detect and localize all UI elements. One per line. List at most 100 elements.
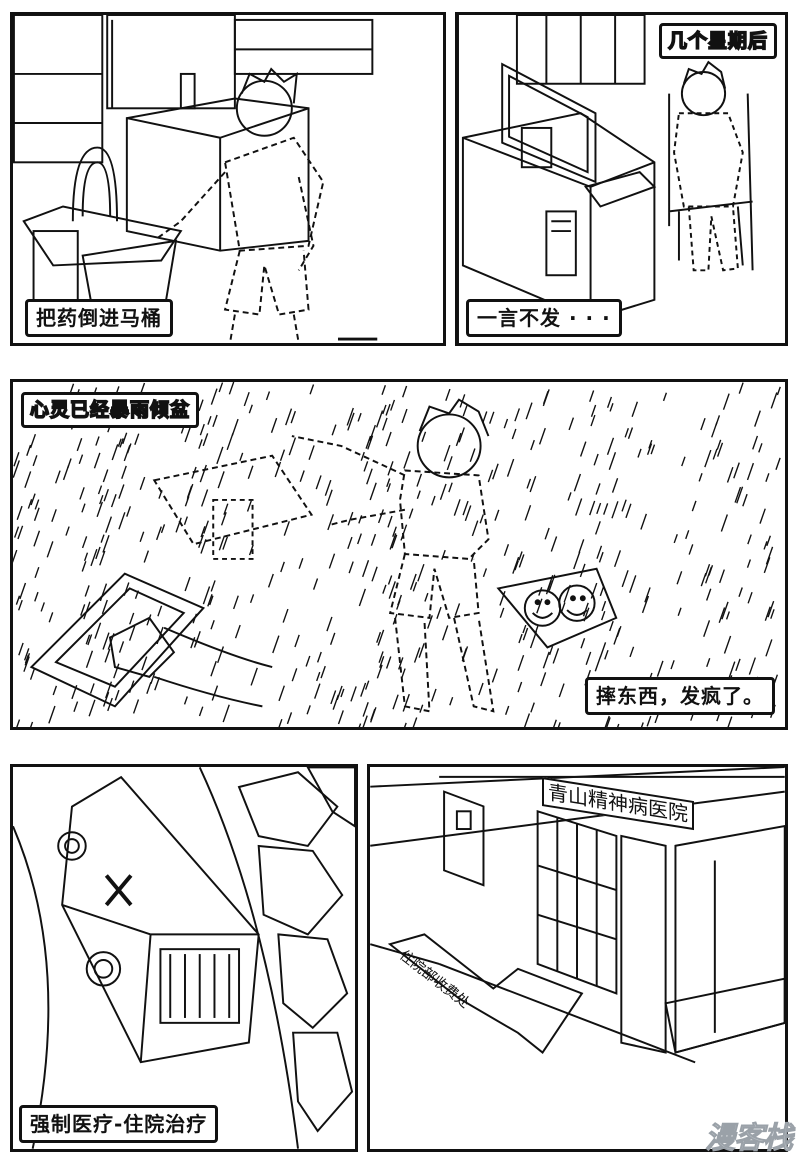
rain-streak: [736, 486, 744, 504]
rain-streak: [419, 704, 424, 713]
rain-streak: [210, 620, 215, 630]
rain-streak: [110, 494, 117, 508]
rain-streak: [210, 660, 217, 677]
rain-streak: [316, 651, 322, 663]
rain-streak: [17, 525, 24, 540]
rain-streak: [15, 595, 21, 605]
rain-streak: [327, 514, 335, 531]
rain-streak: [210, 580, 216, 592]
rain-streak: [640, 722, 644, 727]
rain-streak: [81, 536, 88, 549]
panel-4: 强制医疗-住院治疗: [10, 764, 358, 1152]
panel-2-illustration: [458, 15, 754, 343]
rain-streak: [280, 561, 285, 573]
rain-streak: [247, 465, 254, 479]
rain-streak: [27, 499, 33, 509]
rain-streak: [360, 451, 365, 461]
panel-1-caption: 把药倒进马桶: [25, 299, 173, 337]
rain-streak: [324, 479, 332, 496]
rain-streak: [413, 647, 421, 663]
rain-streak: [218, 535, 226, 551]
panel-4-illustration: [13, 767, 355, 1149]
rain-streak: [567, 492, 572, 501]
rain-streak: [357, 412, 362, 422]
rain-streak: [512, 556, 520, 574]
rain-streak: [700, 417, 706, 431]
rain-streak: [503, 418, 509, 429]
rain-streak: [347, 536, 353, 550]
rain-streak: [767, 600, 775, 618]
rain-streak: [735, 658, 741, 672]
rain-streak: [14, 526, 20, 538]
rain-streak: [604, 715, 610, 727]
rain-streak: [646, 715, 652, 727]
rain-streak: [412, 717, 418, 727]
rain-streak: [315, 475, 322, 490]
rain-streak: [511, 428, 517, 440]
rain-streak: [617, 723, 620, 727]
rain-streak: [742, 493, 748, 507]
rain-streak: [234, 624, 241, 639]
rain-streak: [611, 478, 619, 493]
rain-streak: [579, 563, 586, 578]
rain-streak: [121, 465, 127, 479]
rain-streak: [609, 620, 614, 632]
rain-streak: [128, 625, 136, 641]
rain-streak: [104, 648, 111, 663]
rain-streak: [453, 499, 461, 516]
rain-streak: [199, 464, 207, 483]
rain-streak: [141, 656, 148, 671]
rain-streak: [462, 500, 469, 516]
rain-streak: [606, 437, 615, 456]
rain-streak: [585, 651, 592, 665]
rain-streak: [320, 665, 326, 679]
rain-streak: [143, 550, 150, 563]
rain-streak: [417, 563, 425, 582]
rain-streak: [397, 594, 403, 606]
rain-streak: [308, 445, 315, 460]
rain-streak: [198, 399, 204, 412]
rain-streak: [306, 705, 311, 715]
rain-streak: [228, 382, 235, 395]
rain-streak: [103, 488, 109, 502]
rain-streak: [681, 456, 686, 467]
rain-streak: [90, 548, 98, 567]
rain-streak: [448, 482, 453, 493]
rain-streak: [26, 444, 32, 457]
rain-streak: [347, 511, 354, 526]
rain-streak: [608, 452, 617, 470]
rain-streak: [184, 576, 191, 592]
rain-streak: [644, 587, 651, 603]
rain-streak: [499, 607, 505, 618]
rain-streak: [401, 408, 408, 424]
rain-streak: [621, 499, 627, 512]
rain-streak: [30, 493, 36, 506]
rain-streak: [685, 530, 690, 540]
rain-streak: [239, 452, 244, 462]
rain-streak: [203, 520, 209, 534]
rain-streak: [358, 588, 367, 607]
rain-streak: [382, 584, 387, 594]
panel-3: 心灵已经暴雨倾盆 摔东西，发疯了。: [10, 379, 788, 730]
rain-streak: [199, 423, 205, 436]
rain-streak: [150, 672, 156, 685]
rain-streak: [673, 533, 678, 544]
panel-1-illustration: [13, 15, 378, 343]
rain-streak: [416, 490, 421, 499]
rain-streak: [24, 471, 32, 489]
rain-streak: [506, 458, 515, 477]
rain-streak: [390, 399, 396, 411]
rain-streak: [350, 686, 357, 702]
rain-streak: [558, 683, 565, 698]
rain-streak: [601, 600, 607, 612]
rain-streak: [326, 616, 333, 632]
rain-streak: [517, 681, 523, 693]
rain-streak: [223, 503, 229, 515]
rain-streak: [118, 484, 125, 499]
rain-streak: [629, 646, 635, 658]
rain-streak: [340, 688, 345, 698]
panel-3-illustration: [13, 382, 781, 727]
rain-streak: [504, 705, 510, 715]
rain-streak: [358, 515, 363, 524]
rain-streak: [16, 719, 21, 727]
